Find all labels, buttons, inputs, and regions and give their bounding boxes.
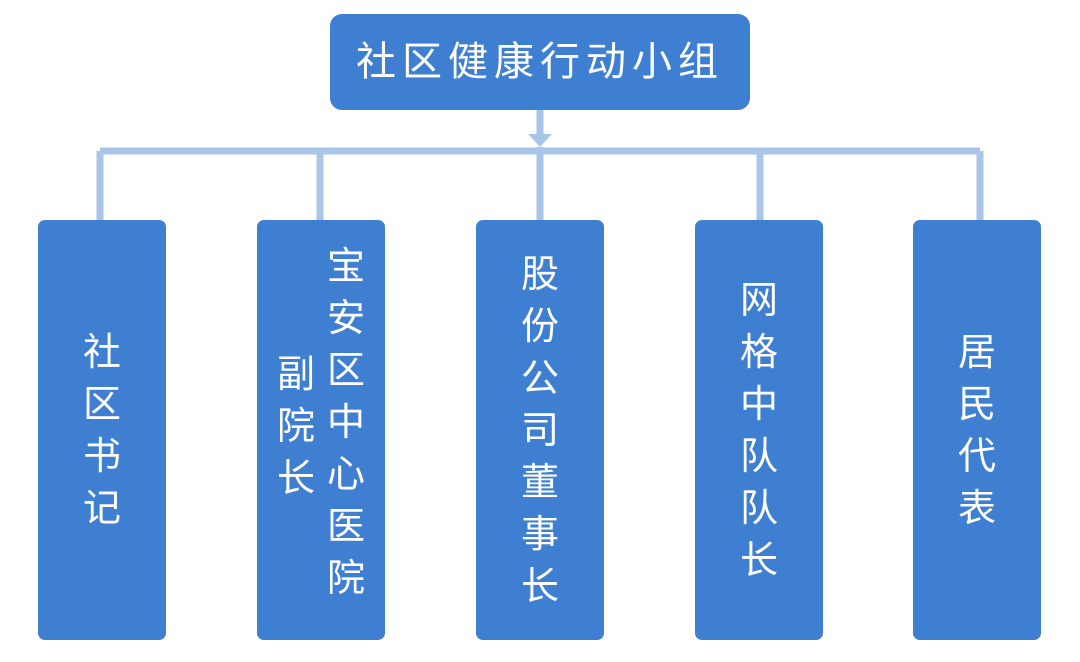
vertical-char: 医 — [326, 504, 365, 548]
vertical-char: 队 — [739, 486, 778, 530]
child-2-line-1: 宝安区中心医院 — [324, 240, 368, 604]
vertical-char: 居 — [957, 330, 996, 374]
vertical-char: 格 — [739, 330, 778, 374]
root-node-box: 社区健康行动小组 — [330, 14, 750, 110]
vertical-char: 中 — [326, 400, 365, 444]
vertical-char: 安 — [326, 296, 365, 340]
vertical-char: 长 — [520, 564, 559, 608]
vertical-char: 宝 — [326, 244, 365, 288]
root-node-label: 社区健康行动小组 — [356, 39, 724, 85]
vertical-char: 记 — [82, 486, 121, 530]
child-1-line-1: 社区书记 — [80, 326, 124, 534]
vertical-char: 心 — [326, 452, 365, 496]
child-2-line-2: 副院长 — [274, 348, 318, 504]
vertical-char: 事 — [520, 512, 559, 556]
vertical-char: 院 — [326, 556, 365, 600]
vertical-char: 网 — [739, 278, 778, 322]
child-node-2: 宝安区中心医院 副院长 — [257, 220, 385, 640]
vertical-char: 董 — [520, 460, 559, 504]
vertical-char: 长 — [739, 538, 778, 582]
vertical-char: 中 — [739, 382, 778, 426]
child-node-5: 居民代表 — [913, 220, 1041, 640]
vertical-char: 副 — [276, 352, 315, 396]
vertical-char: 区 — [326, 348, 365, 392]
child-3-line-1: 股份公司董事长 — [518, 248, 562, 612]
child-5-line-1: 居民代表 — [955, 326, 999, 534]
vertical-char: 社 — [82, 330, 121, 374]
root-arrow-head — [528, 134, 552, 147]
vertical-char: 长 — [276, 456, 315, 500]
child-node-3: 股份公司董事长 — [476, 220, 604, 640]
vertical-char: 院 — [276, 404, 315, 448]
vertical-char: 代 — [957, 434, 996, 478]
child-node-4: 网格中队队长 — [695, 220, 823, 640]
vertical-char: 队 — [739, 434, 778, 478]
vertical-char: 司 — [520, 408, 559, 452]
child-4-line-1: 网格中队队长 — [737, 274, 781, 586]
vertical-char: 股 — [520, 252, 559, 296]
vertical-char: 表 — [957, 486, 996, 530]
child-node-1: 社区书记 — [38, 220, 166, 640]
vertical-char: 民 — [957, 382, 996, 426]
vertical-char: 公 — [520, 356, 559, 400]
vertical-char: 区 — [82, 382, 121, 426]
vertical-char: 份 — [520, 304, 559, 348]
vertical-char: 书 — [82, 434, 121, 478]
